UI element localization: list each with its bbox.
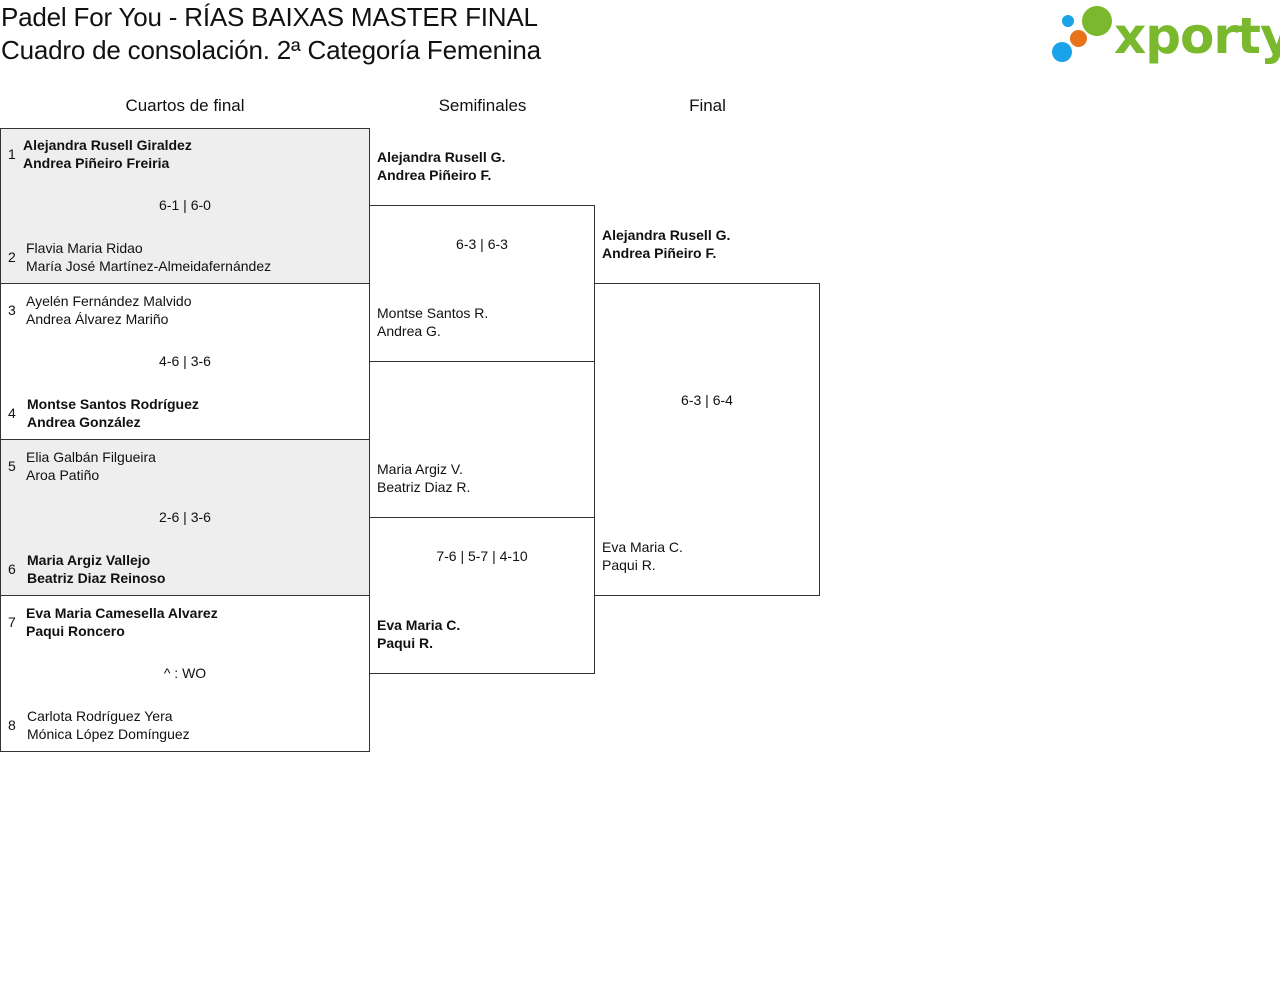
- player-name: Paqui R.: [602, 557, 656, 573]
- player-name: Mónica López Domínguez: [27, 726, 190, 742]
- player-name: Alejandra Rusell G.: [602, 227, 731, 243]
- logo-dot-orange: [1070, 30, 1087, 47]
- team-entry: Ayelén Fernández Malvido Andrea Álvarez …: [26, 292, 192, 328]
- seed-number: 5: [8, 458, 16, 474]
- team-entry: Alejandra Rusell Giraldez Andrea Piñeiro…: [23, 136, 192, 172]
- player-name: Ayelén Fernández Malvido: [26, 293, 192, 309]
- player-name: Elia Galbán Filgueira: [26, 449, 156, 465]
- team-entry: Flavia Maria Ridao María José Martínez-A…: [26, 239, 271, 275]
- seed-number: 3: [8, 302, 16, 318]
- logo-dot-green: [1082, 6, 1112, 36]
- player-name: Beatriz Diaz R.: [377, 479, 471, 495]
- player-name: Flavia Maria Ridao: [26, 240, 143, 256]
- player-name: Montse Santos Rodríguez: [27, 396, 199, 412]
- seed-number: 6: [8, 561, 16, 577]
- player-name: Montse Santos R.: [377, 305, 489, 321]
- team-entry: Elia Galbán Filgueira Aroa Patiño: [26, 448, 156, 484]
- team-entry: Alejandra Rusell G. Andrea Piñeiro F.: [602, 226, 730, 262]
- player-name: Maria Argiz V.: [377, 461, 463, 477]
- player-name: Andrea G.: [377, 323, 441, 339]
- player-name: Alejandra Rusell G.: [377, 149, 506, 165]
- match-score: 6-3 | 6-4: [681, 392, 733, 408]
- xporty-logo[interactable]: xporty: [1052, 4, 1280, 66]
- team-entry: Maria Argiz V. Beatriz Diaz R.: [377, 460, 470, 496]
- page-subtitle: Cuadro de consolación. 2ª Categoría Feme…: [1, 35, 541, 65]
- player-name: Eva Maria C.: [602, 539, 683, 555]
- match-score: 2-6 | 3-6: [159, 509, 211, 525]
- match-score: 6-1 | 6-0: [159, 197, 211, 213]
- logo-dot-blue-small: [1062, 15, 1074, 27]
- seed-number: 2: [8, 249, 16, 265]
- team-entry: Montse Santos R. Andrea G.: [377, 304, 488, 340]
- round-header-semifinals: Semifinales: [438, 96, 527, 115]
- player-name: Andrea Álvarez Mariño: [26, 311, 169, 327]
- player-name: Eva Maria Camesella Alvarez: [26, 605, 218, 621]
- seed-number: 8: [8, 717, 16, 733]
- round-header-final: Final: [689, 96, 726, 115]
- player-name: Andrea González: [27, 414, 141, 430]
- match-score: ^ : WO: [163, 665, 207, 681]
- final-match: [594, 283, 820, 596]
- seed-number: 7: [8, 614, 16, 630]
- match-score: 6-3 | 6-3: [456, 236, 508, 252]
- player-name: Paqui R.: [377, 635, 434, 651]
- team-entry: Alejandra Rusell G. Andrea Piñeiro F.: [377, 148, 505, 184]
- team-entry: Eva Maria Camesella Alvarez Paqui Roncer…: [26, 604, 218, 640]
- team-entry: Maria Argiz Vallejo Beatriz Diaz Reinoso: [27, 551, 165, 587]
- player-name: Aroa Patiño: [26, 467, 100, 483]
- match-score: 7-6 | 5-7 | 4-10: [436, 548, 528, 564]
- player-name: Andrea Piñeiro Freiria: [23, 155, 170, 171]
- player-name: Carlota Rodríguez Yera: [27, 708, 173, 724]
- team-entry: Eva Maria C. Paqui R.: [602, 538, 683, 574]
- seed-number: 4: [8, 405, 16, 421]
- player-name: Beatriz Diaz Reinoso: [27, 570, 166, 586]
- match-score: 4-6 | 3-6: [159, 353, 211, 369]
- player-name: Andrea Piñeiro F.: [377, 167, 492, 183]
- team-entry: Montse Santos Rodríguez Andrea González: [27, 395, 199, 431]
- team-entry: Carlota Rodríguez Yera Mónica López Domí…: [27, 707, 190, 743]
- seed-number: 1: [8, 146, 16, 162]
- quarterfinal-match-1: [0, 128, 370, 284]
- page-title: Padel For You - RÍAS BAIXAS MASTER FINAL: [1, 2, 538, 32]
- player-name: Paqui Roncero: [26, 623, 125, 639]
- quarterfinal-match-3: [0, 439, 370, 596]
- round-header-quarterfinals: Cuartos de final: [125, 96, 245, 115]
- player-name: Maria Argiz Vallejo: [27, 552, 151, 568]
- logo-dot-blue: [1052, 42, 1072, 62]
- player-name: Alejandra Rusell Giraldez: [23, 137, 192, 153]
- team-entry: Eva Maria C. Paqui R.: [377, 616, 460, 652]
- player-name: Andrea Piñeiro F.: [602, 245, 717, 261]
- player-name: María José Martínez-Almeidafernández: [26, 258, 272, 274]
- logo-text: xporty: [1114, 7, 1280, 65]
- player-name: Eva Maria C.: [377, 617, 461, 633]
